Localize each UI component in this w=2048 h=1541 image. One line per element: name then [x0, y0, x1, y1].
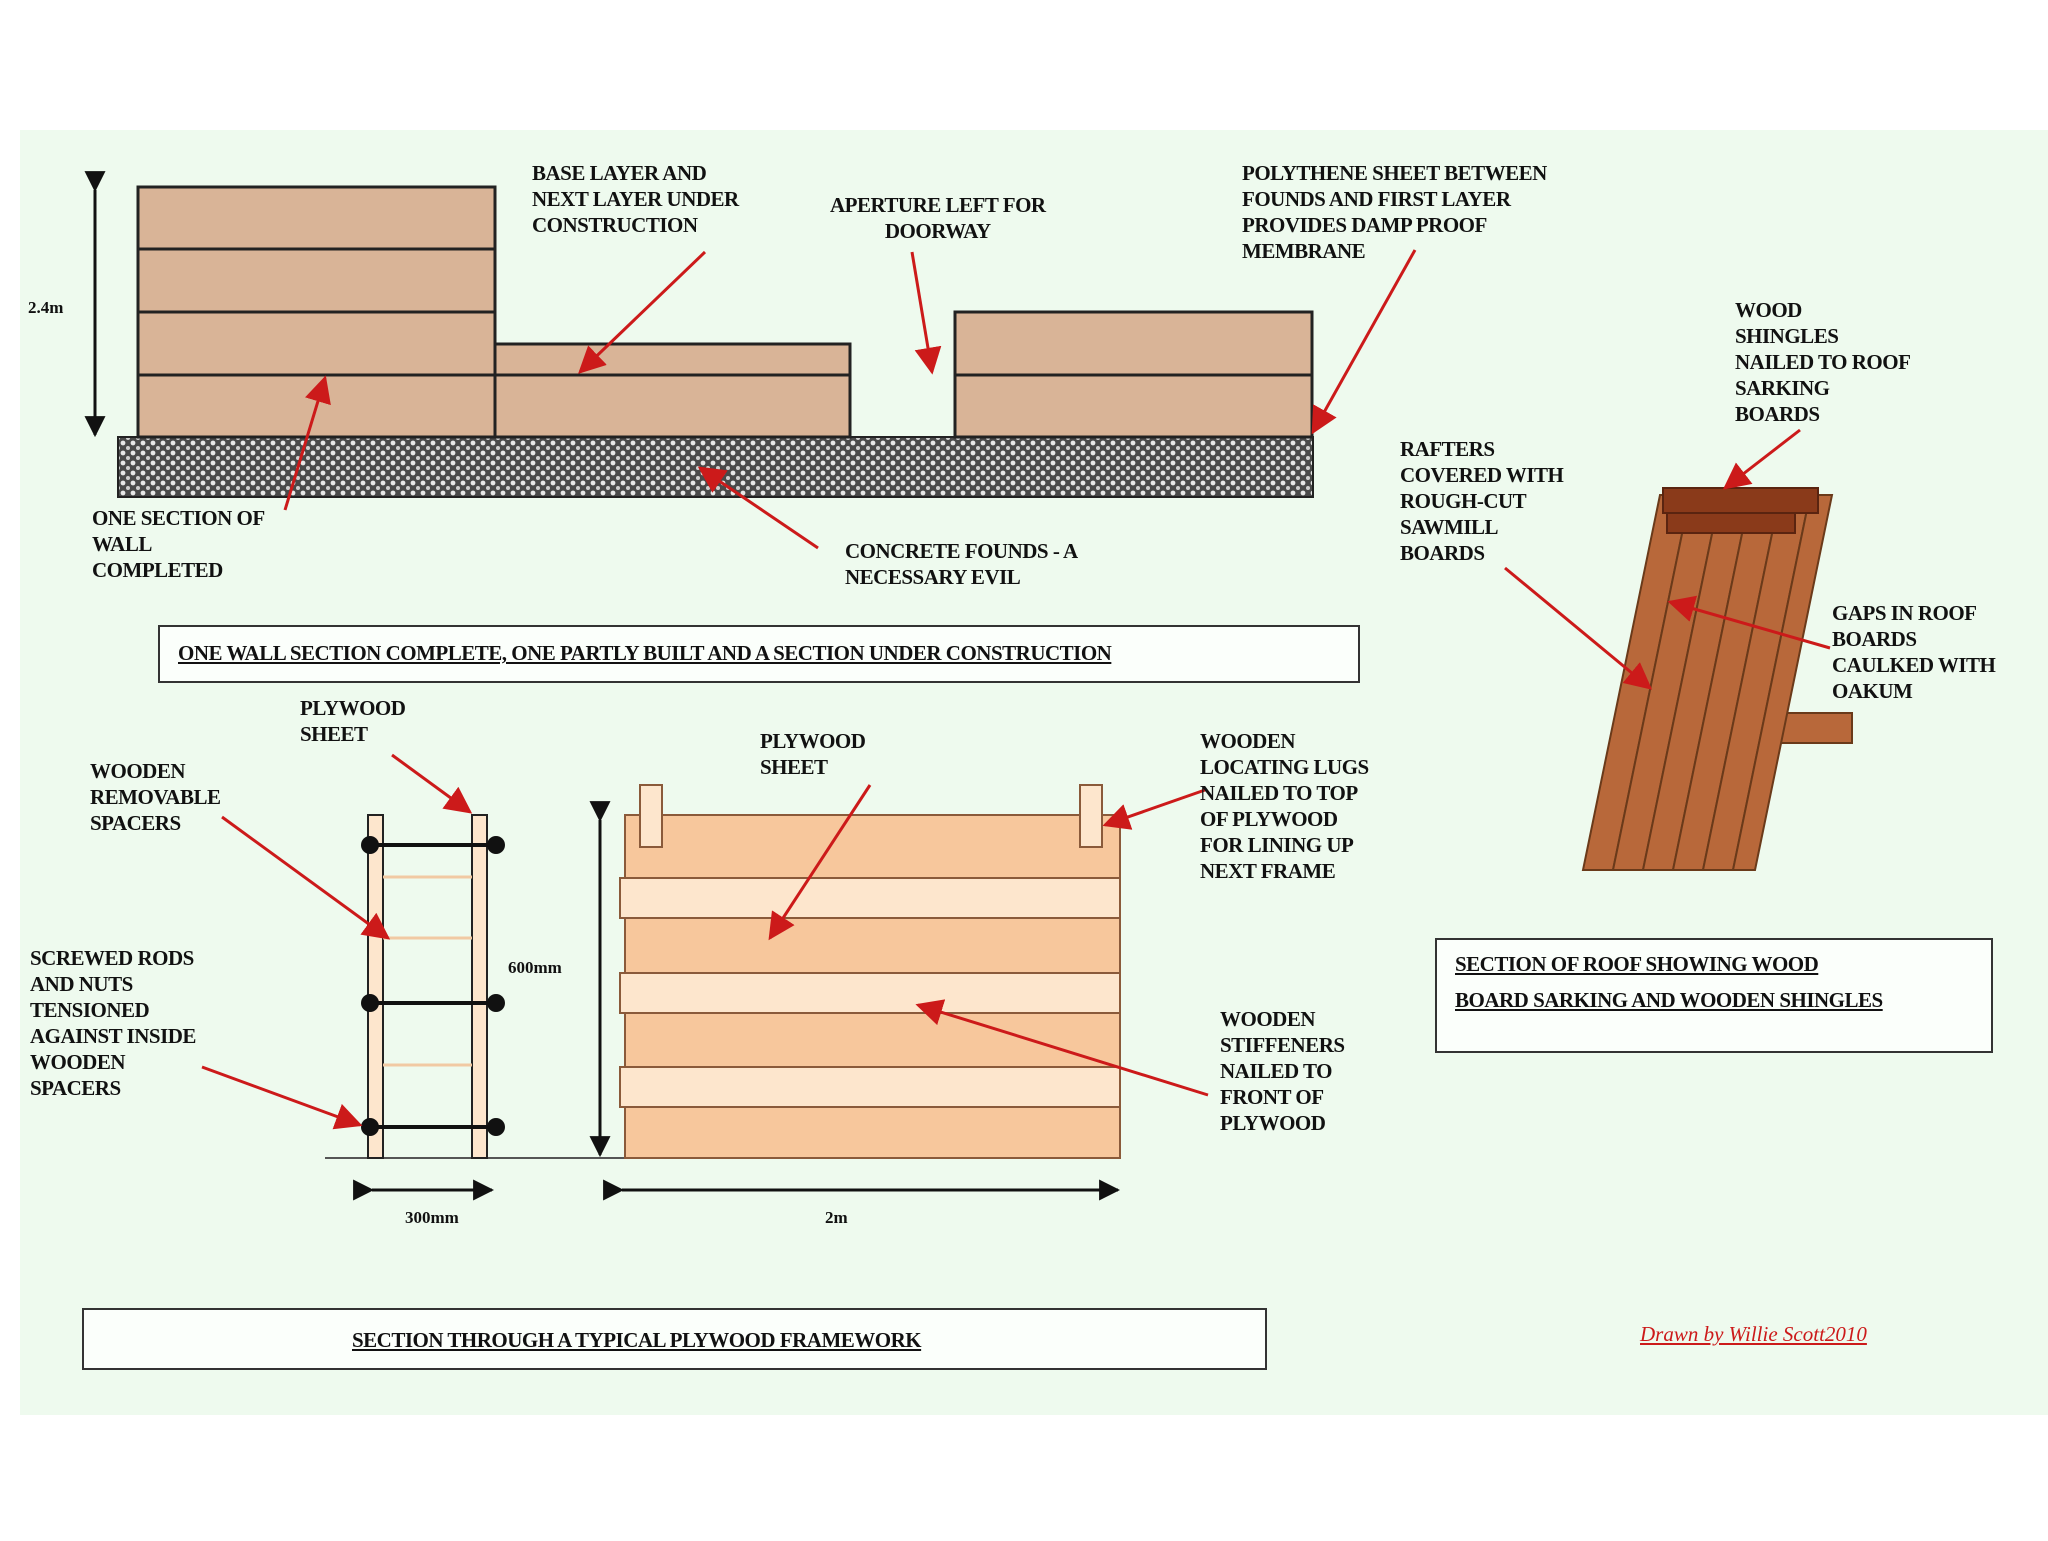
caption-framework-text: SECTION THROUGH A TYPICAL PLYWOOD FRAMEW… — [352, 1328, 922, 1352]
completed-wall-section — [136, 185, 497, 439]
arrow-aperture — [910, 251, 942, 375]
arrow-stiffeners — [915, 999, 1209, 1097]
arrow-polythene — [1311, 249, 1417, 435]
leader-arrows — [201, 249, 1831, 1130]
label-plywood-sheet-center: PLYWOOD SHEET — [760, 729, 866, 779]
caption-framework-box: SECTION THROUGH A TYPICAL PLYWOOD FRAMEW… — [82, 1308, 1267, 1370]
arrow-gaps — [1667, 595, 1831, 650]
rod-nuts — [361, 836, 505, 1136]
arrow-spacers — [221, 815, 391, 940]
dimension-frame-width: 300mm — [405, 1208, 459, 1227]
roof-shingle-upper — [1662, 487, 1819, 514]
caption-wall-box: ONE WALL SECTION COMPLETE, ONE PARTLY BU… — [158, 625, 1360, 683]
wooden-stiffeners — [619, 877, 1121, 1108]
partly-built-wall-section — [493, 342, 852, 439]
screwed-rods — [370, 843, 496, 1129]
removable-spacers — [383, 875, 472, 1067]
label-rafters: RAFTERS COVERED WITH ROUGH-CUT SAWMILL B… — [1400, 437, 1564, 565]
arrow-locating-lugs — [1102, 788, 1206, 830]
label-aperture: APERTURE LEFT FOR DOORWAY — [830, 193, 1046, 243]
arrow-base-layer — [578, 250, 707, 374]
roof-shingle-lower — [1666, 512, 1796, 534]
right-plywood-upright — [471, 814, 488, 1159]
credit-signature: Drawn by Willie Scott2010 — [1640, 1322, 1867, 1346]
dimension-frame-height: 600mm — [508, 958, 562, 977]
caption-wall-text: ONE WALL SECTION COMPLETE, ONE PARTLY BU… — [178, 641, 1112, 665]
arrow-plywood-center — [768, 784, 872, 941]
left-locating-lug — [639, 784, 663, 848]
label-wooden-spacers: WOODEN REMOVABLE SPACERS — [90, 759, 221, 835]
arrow-concrete — [697, 466, 819, 550]
label-plywood-sheet-left: PLYWOOD SHEET — [300, 696, 406, 746]
arrow-plywood-left — [391, 753, 473, 814]
arrow-one-section — [283, 375, 331, 511]
label-concrete: CONCRETE FOUNDS - A NECESSARY EVIL — [845, 539, 1078, 589]
right-locating-lug — [1079, 784, 1103, 848]
wall-section — [84, 171, 1314, 498]
label-polythene: POLYTHENE SHEET BETWEEN FOUNDS AND FIRST… — [1242, 161, 1547, 263]
label-locating-lugs: WOODEN LOCATING LUGS NAILED TO TOP OF PL… — [1200, 729, 1369, 883]
arrow-rafters — [1504, 566, 1653, 690]
arrow-wood-shingles — [1722, 428, 1801, 490]
arrow-screwed-rods — [201, 1065, 363, 1130]
label-one-section: ONE SECTION OF WALL COMPLETED — [92, 506, 265, 582]
left-plywood-upright — [367, 814, 384, 1159]
caption-roof-text: SECTION OF ROOF SHOWING WOOD BOARD SARKI… — [1455, 952, 1883, 1012]
label-screwed-rods: SCREWED RODS AND NUTS TENSIONED AGAINST … — [30, 946, 196, 1100]
label-wood-shingles: WOOD SHINGLES NAILED TO ROOF SARKING BOA… — [1735, 298, 1911, 426]
caption-roof-box: SECTION OF ROOF SHOWING WOOD BOARD SARKI… — [1435, 938, 1993, 1053]
label-gaps: GAPS IN ROOF BOARDS CAULKED WITH OAKUM — [1832, 601, 1996, 703]
dimension-frame-length: 2m — [825, 1208, 848, 1227]
plywood-panel — [589, 784, 1121, 1201]
label-base-layer: BASE LAYER AND NEXT LAYER UNDER CONSTRUC… — [532, 161, 739, 237]
wall-section-under-construction — [953, 310, 1314, 439]
label-stiffeners: WOODEN STIFFENERS NAILED TO FRONT OF PLY… — [1220, 1007, 1345, 1135]
dimension-wall-height: 2.4m — [28, 298, 64, 317]
spacer-frame — [325, 814, 1120, 1201]
